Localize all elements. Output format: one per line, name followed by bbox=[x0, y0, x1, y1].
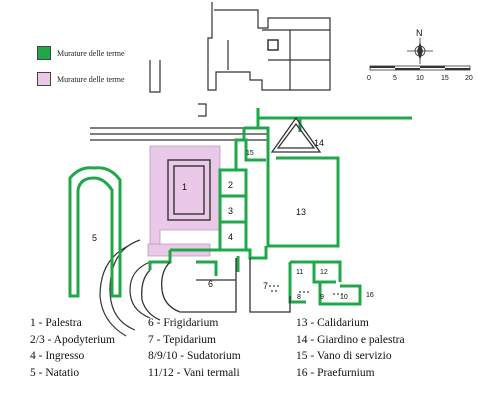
room-label-7: 7 bbox=[263, 281, 268, 291]
room-label-4: 4 bbox=[228, 232, 233, 242]
key-entry: 7 - Tepidarium bbox=[148, 333, 216, 346]
green-walls bbox=[68, 108, 412, 306]
pink-areas bbox=[147, 145, 221, 257]
legend-swatch-pink bbox=[37, 72, 51, 86]
room-label-2: 2 bbox=[228, 180, 233, 190]
room-label-16: 16 bbox=[366, 292, 374, 299]
scale-bar bbox=[369, 65, 471, 71]
key-entry: 16 - Praefurnium bbox=[296, 366, 375, 379]
room-label-10: 10 bbox=[340, 294, 348, 301]
room-label-14: 14 bbox=[314, 138, 324, 148]
compass-rose-icon bbox=[407, 38, 433, 64]
scale-tick-15: 15 bbox=[441, 75, 449, 82]
scale-tick-10: 10 bbox=[416, 75, 424, 82]
key-entry: 11/12 - Vani termali bbox=[148, 366, 240, 379]
bottom-structures bbox=[141, 258, 291, 321]
north-label: N bbox=[416, 28, 423, 38]
room-label-6: 6 bbox=[208, 279, 213, 289]
room-label-12: 12 bbox=[320, 269, 328, 276]
small-square-feature bbox=[267, 39, 279, 51]
scale-tick-20: 20 bbox=[465, 75, 473, 82]
room-label-8: 8 bbox=[297, 294, 301, 301]
key-entry: 1 - Palestra bbox=[30, 317, 82, 329]
legend-swatch-green bbox=[37, 46, 51, 60]
room-label-3: 3 bbox=[228, 206, 233, 216]
key-entry: 6 - Frigidarium bbox=[148, 317, 219, 329]
key-column-1: 1 - Palestra 2/3 - Apodyterium 4 - Ingre… bbox=[30, 315, 115, 381]
garden-triangle bbox=[270, 116, 322, 153]
room-label-9: 9 bbox=[320, 294, 324, 301]
room-label-5: 5 bbox=[92, 233, 97, 243]
key-entry: 8/9/10 - Sudatorium bbox=[148, 350, 241, 362]
dot-rows bbox=[269, 285, 343, 295]
key-entry: 15 - Vano di servizio bbox=[296, 350, 392, 362]
key-entry: 5 - Natatio bbox=[30, 366, 80, 379]
room-label-15: 15 bbox=[246, 150, 254, 157]
scale-tick-0: 0 bbox=[367, 75, 371, 82]
key-entry: 2/3 - Apodyterium bbox=[30, 333, 115, 346]
palestra-walls bbox=[167, 159, 211, 221]
legend-item-green: Murature delle terme bbox=[37, 46, 125, 60]
room-label-11: 11 bbox=[296, 269, 303, 276]
room-label-1: 1 bbox=[182, 182, 187, 192]
key-column-2: 6 - Frigidarium 7 - Tepidarium 8/9/10 - … bbox=[148, 315, 241, 381]
key-entry: 13 - Calidarium bbox=[296, 317, 369, 329]
key-entry: 4 - Ingresso bbox=[30, 350, 85, 362]
legend-label-pink: Murature delle terme bbox=[57, 74, 125, 84]
key-column-3: 13 - Calidarium 14 - Giardino e palestra… bbox=[296, 315, 405, 381]
legend-label-green: Murature delle terme bbox=[57, 48, 125, 58]
legend-item-pink: Murature delle terme bbox=[37, 72, 125, 86]
room-label-13: 13 bbox=[296, 207, 306, 217]
scale-tick-5: 5 bbox=[393, 75, 397, 82]
key-entry: 14 - Giardino e palestra bbox=[296, 333, 405, 346]
